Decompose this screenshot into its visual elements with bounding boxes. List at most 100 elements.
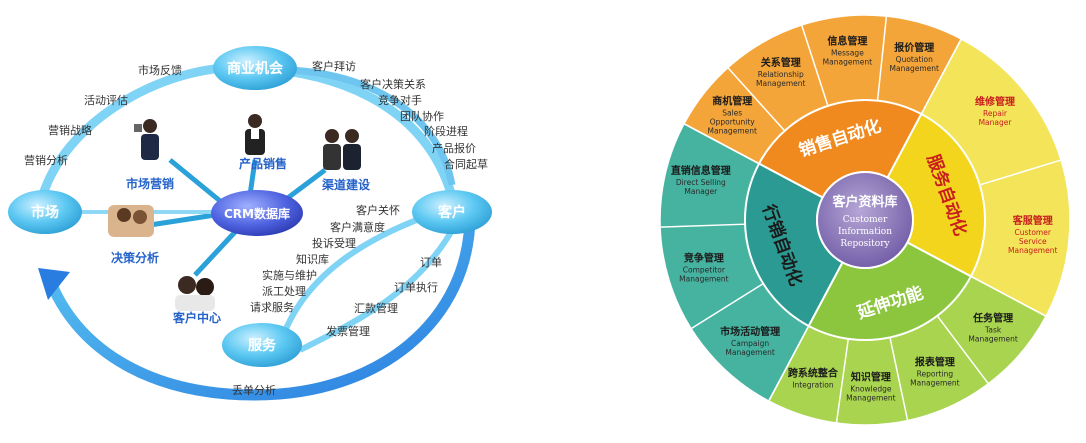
segment-divider	[683, 123, 760, 165]
label-order: 订单	[420, 256, 442, 269]
segment-opportunity-en: Sales	[722, 108, 742, 117]
segment-divider	[660, 223, 746, 228]
label-implementation: 实施与维护	[262, 268, 317, 282]
segment-opportunity-en: Management	[708, 126, 757, 135]
label-product-quote: 产品报价	[432, 141, 476, 155]
label-activity-eval: 活动评估	[84, 94, 128, 107]
label-service-request: 请求服务	[250, 301, 294, 314]
role-decision: 决策分析	[111, 250, 159, 265]
center-label-cn: 客户资料库	[832, 194, 897, 210]
label-order-exec: 订单执行	[394, 280, 438, 294]
segment-reporting-en: Management	[910, 378, 959, 387]
lost-order-arc	[46, 214, 476, 401]
segment-quotation-en: Management	[890, 64, 939, 73]
segment-divider	[889, 337, 909, 421]
crm-spokes	[149, 158, 327, 277]
hub-service: 服务	[222, 323, 302, 367]
service-customer-arc-2	[298, 223, 458, 353]
segment-divider	[727, 67, 786, 132]
segment-campaign-en: Management	[725, 348, 774, 357]
segment-knowledge-cn: 知识管理	[850, 370, 891, 383]
label-competitor: 竞争对手	[378, 93, 422, 107]
hub-crm-label: CRM数据库	[224, 206, 290, 221]
hub-service-label: 服务	[248, 337, 277, 354]
label-marketing-analysis: 营销分析	[24, 153, 68, 167]
segment-divider	[936, 315, 989, 385]
segment-custservice-en: Customer	[1015, 228, 1052, 237]
segment-reporting-en: Reporting	[917, 369, 954, 378]
label-stage-progress: 阶段进程	[424, 124, 468, 138]
segment-divider	[835, 338, 850, 424]
segment-divider	[979, 159, 1062, 186]
hub-customer-label: 客户	[437, 204, 466, 221]
segment-message-en: Management	[823, 57, 872, 66]
upper-right-labels: 客户拜访 客户决策关系 竞争对手 团队协作 阶段进程 产品报价 合同起草	[312, 59, 488, 171]
service-customer-arc-1	[277, 212, 432, 346]
label-team-collab: 团队协作	[400, 109, 444, 123]
segment-integration-cn: 跨系统整合	[788, 366, 839, 379]
segment-reporting-cn: 报表管理	[915, 355, 955, 368]
segment-competitor-en: Management	[679, 274, 728, 283]
people-customer-center-icon	[175, 276, 215, 311]
opportunity-customer-arc	[289, 66, 456, 186]
crm-sunburst: 关系管理RelationshipManagement信息管理MessageMan…	[659, 14, 1071, 426]
segment-repair-en: Manager	[979, 118, 1013, 127]
segment-competitor-cn: 竞争管理	[683, 251, 724, 264]
label-payment: 汇款管理	[354, 301, 398, 315]
segment-task-en: Management	[968, 334, 1017, 343]
center-repository	[816, 171, 914, 269]
label-satisfaction: 客户满意度	[330, 220, 385, 234]
role-product-sales: 产品销售	[239, 156, 287, 171]
segment-relationship-cn: 关系管理	[761, 56, 801, 69]
segment-directselling-en: Direct Selling	[676, 178, 726, 187]
segment-directselling-cn: 直销信息管理	[671, 164, 731, 177]
hub-customer: 客户	[412, 190, 492, 234]
person-marketing-icon	[134, 119, 159, 160]
people-channel-icon	[323, 129, 361, 170]
segment-relationship-en: Relationship	[758, 70, 804, 79]
segment-task-cn: 任务管理	[972, 311, 1013, 324]
upper-left-labels: 市场反馈 活动评估 营销战略 营销分析	[24, 63, 182, 167]
segment-custservice-cn: 客服管理	[1012, 214, 1053, 227]
segment-divider	[970, 275, 1047, 317]
segment-message-cn: 信息管理	[827, 34, 867, 47]
segment-repair-cn: 维修管理	[975, 95, 1015, 108]
center-label-en: Information	[838, 227, 892, 237]
label-marketing-strategy: 营销战略	[48, 123, 92, 137]
segment-directselling-en: Manager	[684, 187, 718, 196]
segment-custservice-en: Service	[1019, 237, 1047, 246]
segment-opportunity-cn: 商机管理	[712, 94, 752, 107]
hub-opportunity: 商业机会	[213, 46, 297, 90]
label-customer-visit: 客户拜访	[312, 59, 356, 73]
role-customer-center: 客户中心	[172, 310, 221, 325]
segment-divider	[690, 282, 764, 330]
segment-relationship-en: Management	[756, 79, 805, 88]
label-dispatch: 派工处理	[262, 285, 306, 298]
service-inner-labels: 客户关怀 客户满意度 投诉受理 知识库 实施与维护 派工处理 请求服务	[250, 203, 400, 314]
segment-quotation-en: Quotation	[896, 55, 933, 64]
arrow-to-market	[38, 268, 70, 300]
hub-market: 市场	[8, 190, 82, 234]
segment-knowledge-en: Knowledge	[850, 384, 892, 393]
segment-task-en: Task	[984, 325, 1002, 334]
segment-divider	[768, 325, 810, 402]
center-label-en: Repository	[840, 239, 890, 249]
label-lost-order: 丢单分析	[232, 383, 276, 397]
person-product-sales-icon	[245, 114, 265, 155]
service-outer-labels: 订单 订单执行 汇款管理 发票管理	[326, 256, 442, 338]
segment-integration-en: Integration	[792, 380, 834, 389]
people-decision-icon	[108, 205, 154, 237]
segment-repair-en: Repair	[983, 109, 1008, 118]
segment-quotation-cn: 报价管理	[894, 41, 934, 54]
segment-campaign-en: Campaign	[731, 339, 769, 348]
